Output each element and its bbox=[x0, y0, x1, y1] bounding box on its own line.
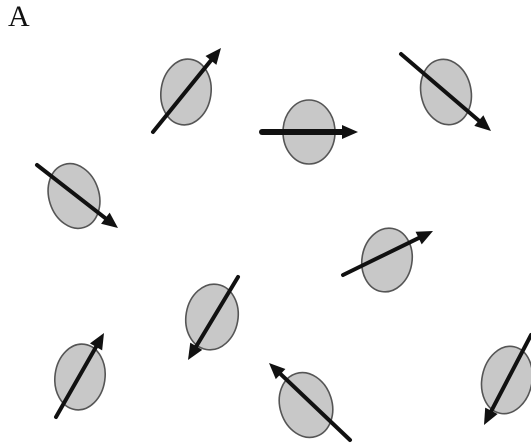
dipole-4 bbox=[37, 157, 118, 235]
dipole-6 bbox=[181, 277, 244, 360]
dipole-1 bbox=[153, 48, 221, 132]
dipole-arrow-head bbox=[342, 125, 358, 139]
dipole-7 bbox=[51, 333, 110, 417]
dipole-5 bbox=[343, 224, 433, 296]
molecule-ellipse bbox=[357, 224, 417, 296]
dipole-8 bbox=[269, 363, 350, 444]
dipole-9 bbox=[475, 335, 531, 425]
dipole-3 bbox=[401, 54, 491, 131]
dipole-2 bbox=[262, 100, 358, 164]
